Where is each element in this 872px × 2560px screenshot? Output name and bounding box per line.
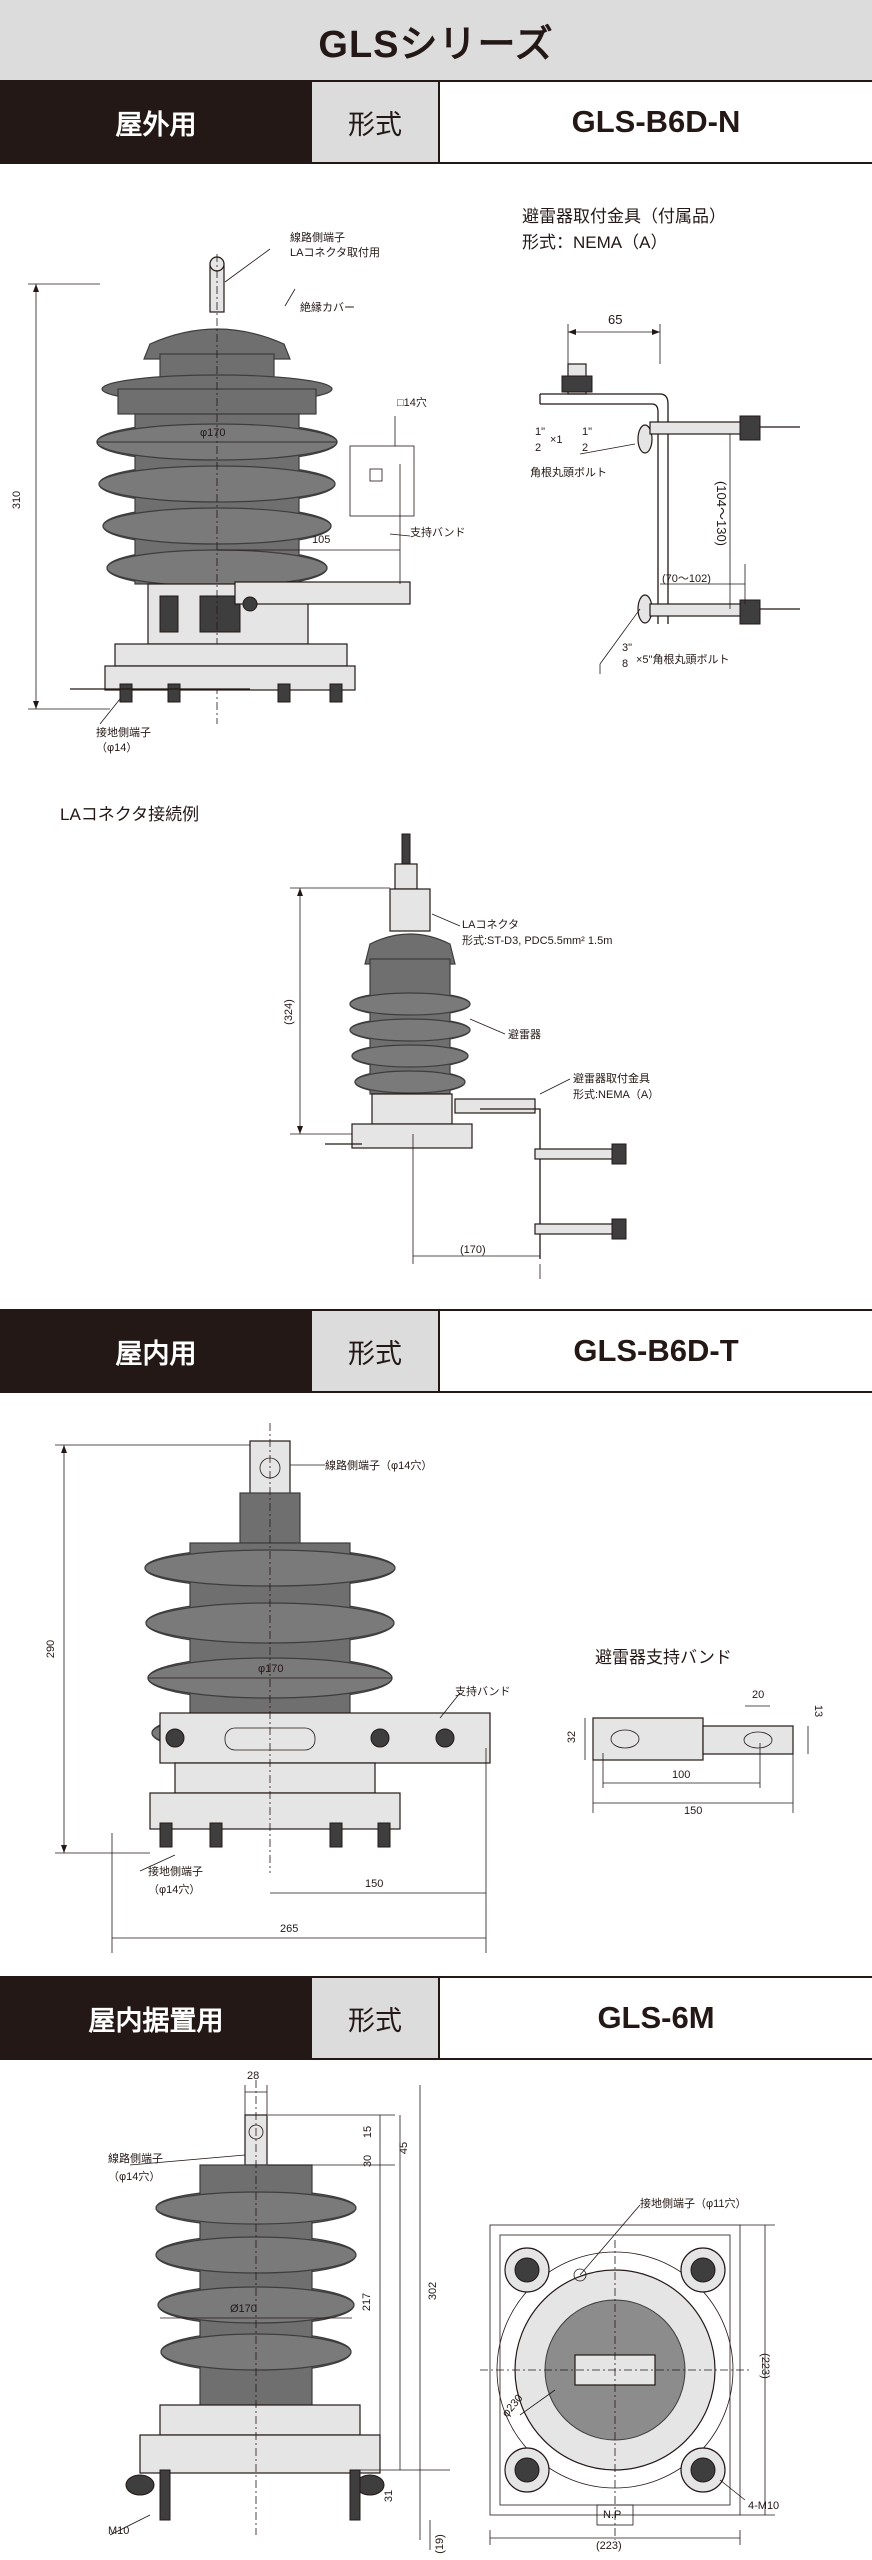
band-dim32: 32 [566, 1730, 579, 1744]
model-name: GLS-B6D-T [440, 1311, 872, 1391]
dim302-label: 302 [427, 2281, 440, 2301]
m10x4-label: 4-M10 [748, 2500, 780, 2512]
outdoor-drawing: 避雷器取付金具（付属品） 形式：NEMA（A） 線路側端子 LAコネクタ取付用 … [0, 164, 872, 1309]
use-label: 屋内用 [0, 1311, 312, 1391]
support-band-label: 支持バンド [410, 527, 466, 539]
outdoor-arrester-figure [28, 248, 800, 1279]
dim105-label: 105 [312, 534, 331, 546]
bolt-x: ×1 [550, 434, 563, 446]
bolt-frac-a: 1" [535, 426, 546, 438]
dim19-label: (19) [433, 2534, 446, 2554]
dim217-label: 217 [361, 2292, 374, 2312]
band-title: 避雷器支持バンド [595, 1648, 732, 1667]
phi14-label: （φ14穴） [148, 1884, 201, 1896]
bolt-frac-c: 1" [582, 426, 593, 438]
np-label: N.P [603, 2509, 622, 2521]
band-dim20: 20 [752, 1689, 765, 1701]
m10-label: M10 [108, 2525, 130, 2537]
dim15-label: 15 [362, 2125, 375, 2139]
dim290-label: 290 [45, 1639, 58, 1659]
dim150-label: 150 [365, 1878, 384, 1890]
line-terminal-label: 線路側端子 [108, 2153, 163, 2165]
spec-bar-outdoor: 屋外用 形式 GLS-B6D-N [0, 80, 872, 164]
model-name: GLS-B6D-N [440, 82, 872, 162]
arrester-label: 避雷器 [508, 1029, 541, 1041]
dim223h-label: (223) [596, 2540, 622, 2552]
bracket-type: 形式：NEMA（A） [522, 233, 668, 252]
phi14-label: （φ14） [96, 742, 138, 754]
la-connector-mount-label: LAコネクタ取付用 [290, 247, 381, 259]
series-header: GLSシリーズ [0, 0, 872, 80]
dim324-label: (324) [282, 999, 295, 1025]
indoor-standing-drawing: 28 15 30 45 線路側端子 （φ14穴） Ø170 217 302 31… [0, 2060, 872, 2560]
bolt-frac-b: 2 [535, 442, 542, 454]
phi170-label: φ170 [258, 1663, 284, 1675]
series-title: GLSシリーズ [318, 23, 554, 66]
dim265-label: 265 [280, 1923, 299, 1935]
bracket-title: 避雷器取付金具（付属品） [522, 207, 726, 226]
bracket-label: 避雷器取付金具 [573, 1073, 650, 1085]
dim170-label: (170) [460, 1244, 486, 1256]
dim28-label: 28 [247, 2070, 260, 2082]
square-bolt-label: 角根丸頭ボルト [530, 467, 607, 479]
type-label: 形式 [312, 82, 440, 162]
hole14-label: □14穴 [397, 397, 427, 409]
la-example-title: LAコネクタ接続例 [60, 805, 200, 824]
ground-terminal-label: 接地側端子 [96, 727, 151, 739]
line-terminal-label: 線路側端子 [290, 232, 345, 244]
la-connector-type-label: 形式:ST-D3, PDC5.5mm² 1.5m [462, 935, 613, 947]
model-name: GLS-6M [440, 1978, 872, 2058]
la-connector-label: LAコネクタ [462, 919, 520, 931]
phi14-label: （φ14穴） [108, 2171, 161, 2183]
bracket-type-label: 形式:NEMA（A） [573, 1089, 660, 1101]
indoor-drawing: 線路側端子（φ14穴） 支持バンド φ170 290 接地側端子 （φ14穴） … [0, 1393, 872, 1976]
bolt-frac-d: 2 [582, 442, 589, 454]
dim30-label: 30 [362, 2154, 375, 2168]
dim223v-label: (223) [758, 2353, 771, 2379]
bolt2-frac-a: 3" [622, 642, 633, 654]
phi170-label: Ø170 [230, 2303, 257, 2315]
dim31-label: 31 [383, 2489, 396, 2503]
indoor-arrester-figure [55, 1423, 809, 1953]
bolt2-rest: ×5"角根丸頭ボルト [636, 654, 730, 666]
insulating-cover-label: 絶縁カバー [300, 302, 355, 314]
dim104-130-label: (104〜130) [714, 480, 730, 547]
phi170-label: φ170 [200, 427, 226, 439]
support-band-label: 支持バンド [455, 1686, 511, 1698]
bolt2-frac-b: 8 [622, 658, 629, 670]
band-dim100: 100 [672, 1769, 691, 1781]
indoor-standing-figure [109, 2080, 775, 2550]
band-dim13: 13 [812, 1704, 825, 1718]
use-label: 屋内据置用 [0, 1978, 312, 2058]
spec-bar-indoor: 屋内用 形式 GLS-B6D-T [0, 1309, 872, 1393]
dim310-label: 310 [11, 490, 24, 510]
dim45-label: 45 [398, 2141, 411, 2155]
line-terminal-label: 線路側端子（φ14穴） [325, 1460, 433, 1472]
band-dim150: 150 [684, 1805, 703, 1817]
ground-terminal-label: 接地側端子（φ11穴） [640, 2198, 747, 2210]
spec-bar-indoor-standing: 屋内据置用 形式 GLS-6M [0, 1976, 872, 2060]
type-label: 形式 [312, 1311, 440, 1391]
type-label: 形式 [312, 1978, 440, 2058]
ground-terminal-label: 接地側端子 [148, 1866, 203, 1878]
use-label: 屋外用 [0, 82, 312, 162]
dim70-102-label: (70〜102) [662, 573, 711, 585]
dim65-label: 65 [608, 312, 623, 327]
